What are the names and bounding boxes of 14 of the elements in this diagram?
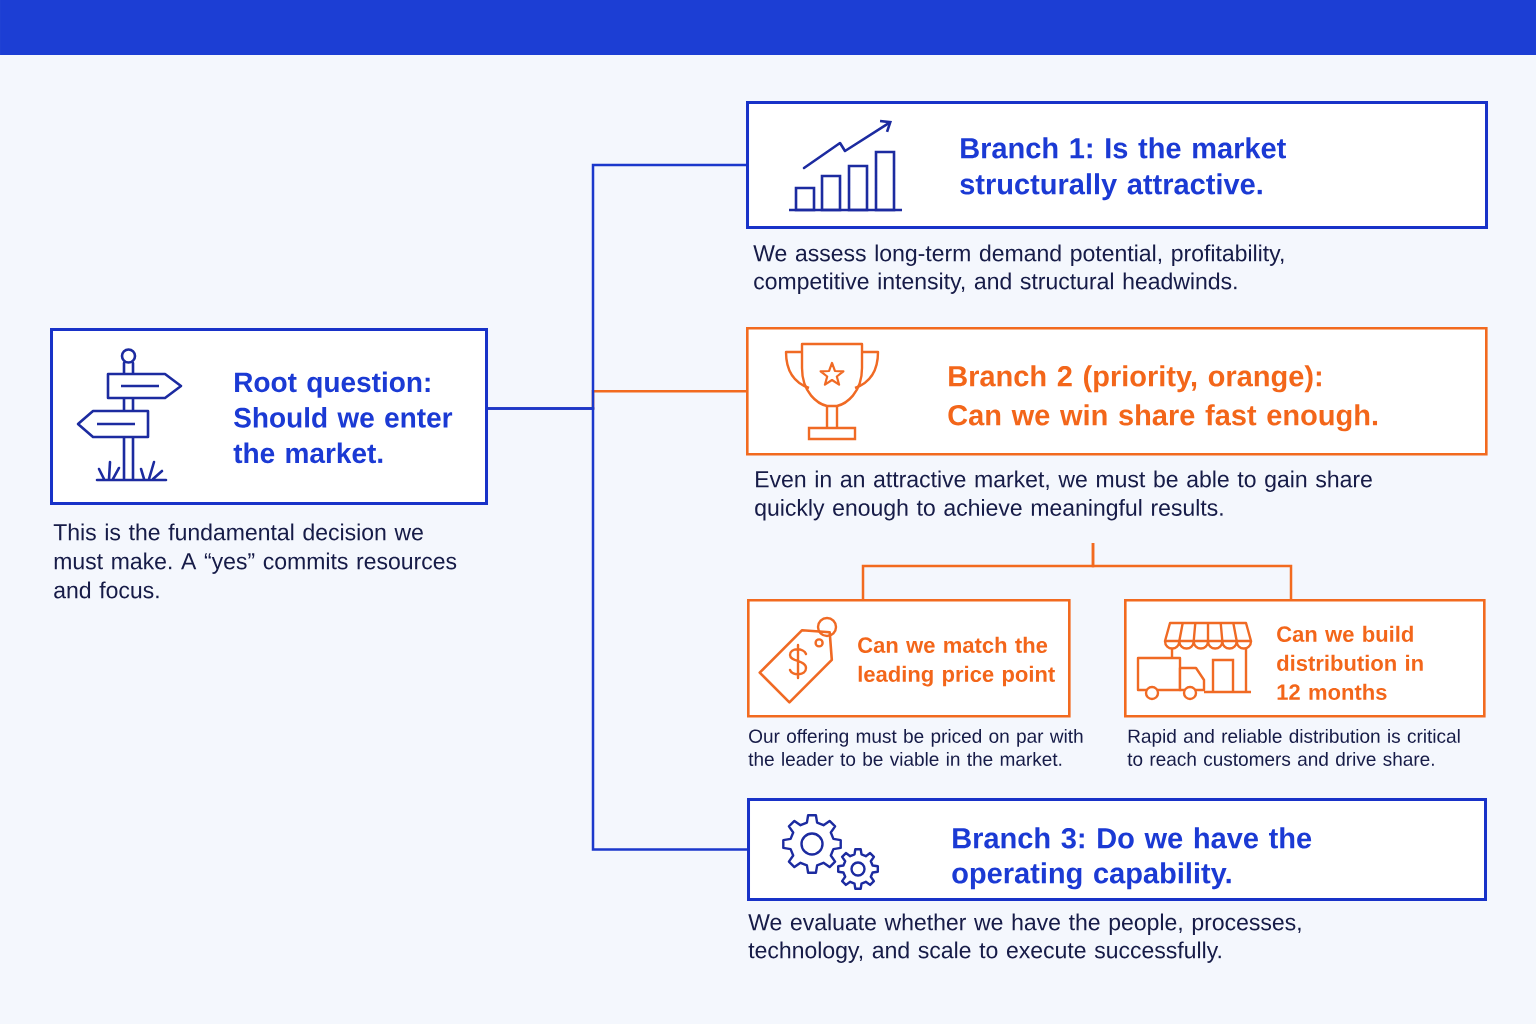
description: Rapid and reliable distribution is critical to reach customers and drive share. [1127, 729, 1460, 766]
description: Even in an attractive market, we must be able to gain share quickly enough to achieve meaningful results. [755, 470, 1372, 521]
question-box: Branch 3: Do we have the operating capability. [747, 798, 1487, 901]
description: We assess long-term demand potential, profitability, competitive intensity, and structural headwinds. [753, 244, 1284, 294]
question-box: Branch 1: Is the market structurally attractive. [746, 101, 1488, 229]
connector-line [488, 407, 747, 851]
description: This is the fundamental decision we must make. A “yes” commits resources and focus. [53, 523, 457, 599]
question-box: Can we match the leading price point [747, 599, 1071, 718]
question-box: Can we build distribution in 12 months [1124, 599, 1486, 718]
connector-line [1091, 543, 1293, 599]
question-box: Root question: Should we enter the market. [50, 328, 488, 505]
description: Our offering must be priced on par with the leader to be viable in the market. [748, 729, 1083, 766]
question-box: Branch 2 (priority, orange): Can we win share fast enough. [746, 327, 1488, 456]
description: We evaluate whether we have the people, processes, technology, and scale to execute successfully. [748, 913, 1301, 963]
